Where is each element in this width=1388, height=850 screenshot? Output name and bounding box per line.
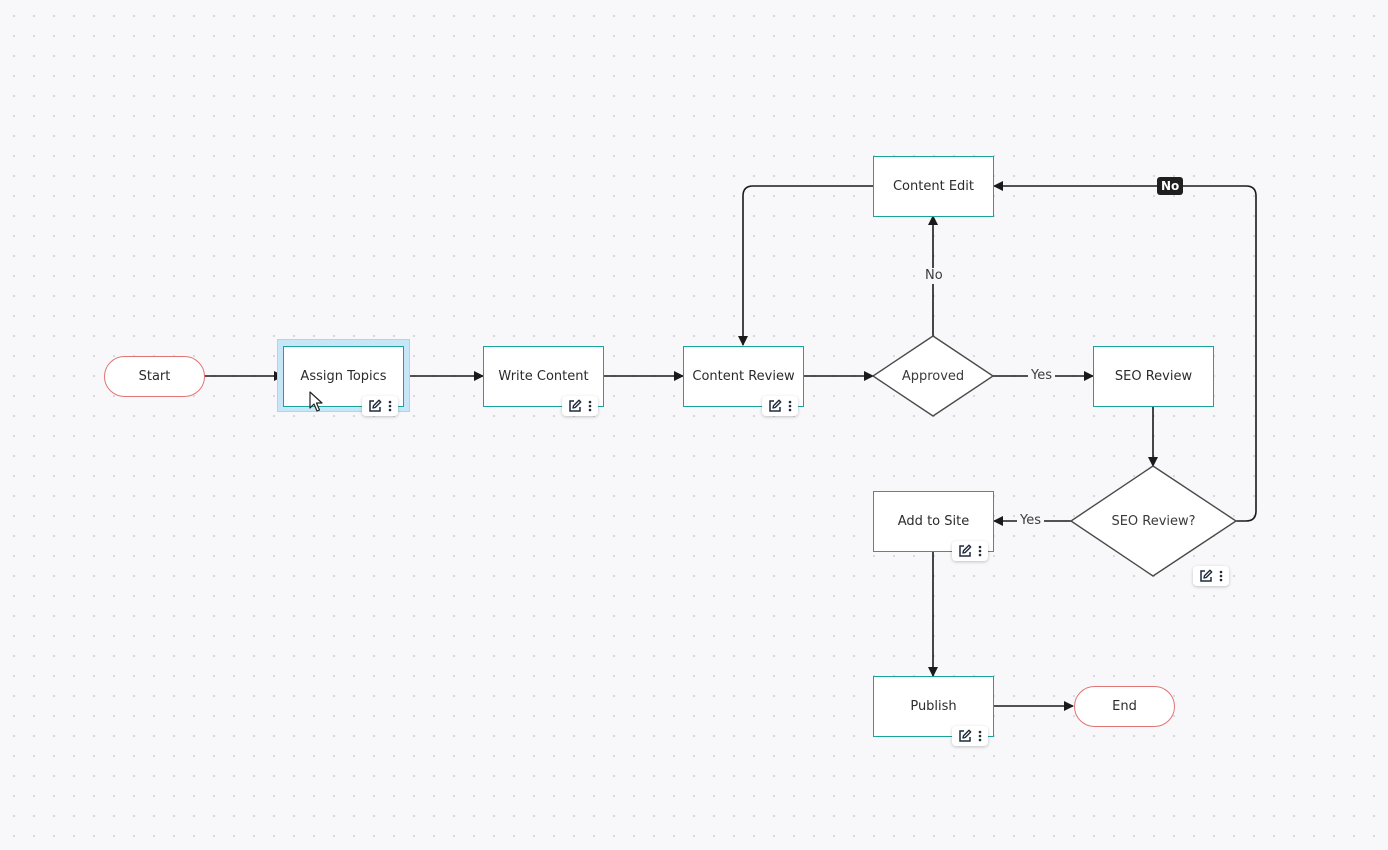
start-node[interactable]: Start [104, 356, 205, 397]
publish-label: Publish [910, 699, 957, 714]
edit-icon[interactable] [568, 399, 582, 413]
write-content-label: Write Content [498, 369, 589, 384]
more-vertical-icon[interactable] [788, 400, 792, 412]
approved-decision-shape[interactable] [871, 335, 995, 417]
more-vertical-icon[interactable] [978, 730, 982, 742]
seo-review-label: SEO Review [1114, 369, 1193, 384]
end-node[interactable]: End [1074, 686, 1175, 727]
edit-icon[interactable] [368, 399, 382, 413]
content-edit-label: Content Edit [892, 179, 974, 194]
seo-review-node[interactable]: SEO Review [1093, 346, 1214, 407]
more-vertical-icon[interactable] [588, 400, 592, 412]
add-to-site-node-toolbar [952, 541, 988, 561]
assign-topics-label: Assign Topics [300, 369, 387, 384]
start-node-label: Start [138, 369, 171, 384]
content-edit-node[interactable]: Content Edit [873, 156, 994, 217]
edge-content-edit-content-review[interactable] [738, 185, 873, 346]
edge-label-seo-no: No [1157, 177, 1184, 195]
seo-review-decision-toolbar [1193, 566, 1229, 586]
edit-icon[interactable] [1199, 569, 1213, 583]
more-vertical-icon[interactable] [978, 545, 982, 557]
edit-icon[interactable] [958, 544, 972, 558]
content-review-node-toolbar [762, 396, 798, 416]
edge-label-approved-yes: Yes [1028, 368, 1055, 384]
seo-review-decision-shape[interactable] [1069, 465, 1238, 577]
edge-label-seo-yes: Yes [1017, 513, 1044, 529]
more-vertical-icon[interactable] [388, 400, 392, 412]
edge-label-approved-no: No [922, 268, 946, 284]
more-vertical-icon[interactable] [1219, 570, 1223, 582]
mouse-pointer-icon [309, 391, 323, 417]
edge-seo-decision-content-edit[interactable] [993, 181, 1257, 522]
content-review-label: Content Review [692, 369, 795, 384]
publish-node-toolbar [952, 726, 988, 746]
assign-topics-node-toolbar [362, 396, 398, 416]
add-to-site-label: Add to Site [897, 514, 970, 529]
edit-icon[interactable] [958, 729, 972, 743]
end-node-label: End [1112, 699, 1137, 714]
write-content-node-toolbar [562, 396, 598, 416]
edit-icon[interactable] [768, 399, 782, 413]
